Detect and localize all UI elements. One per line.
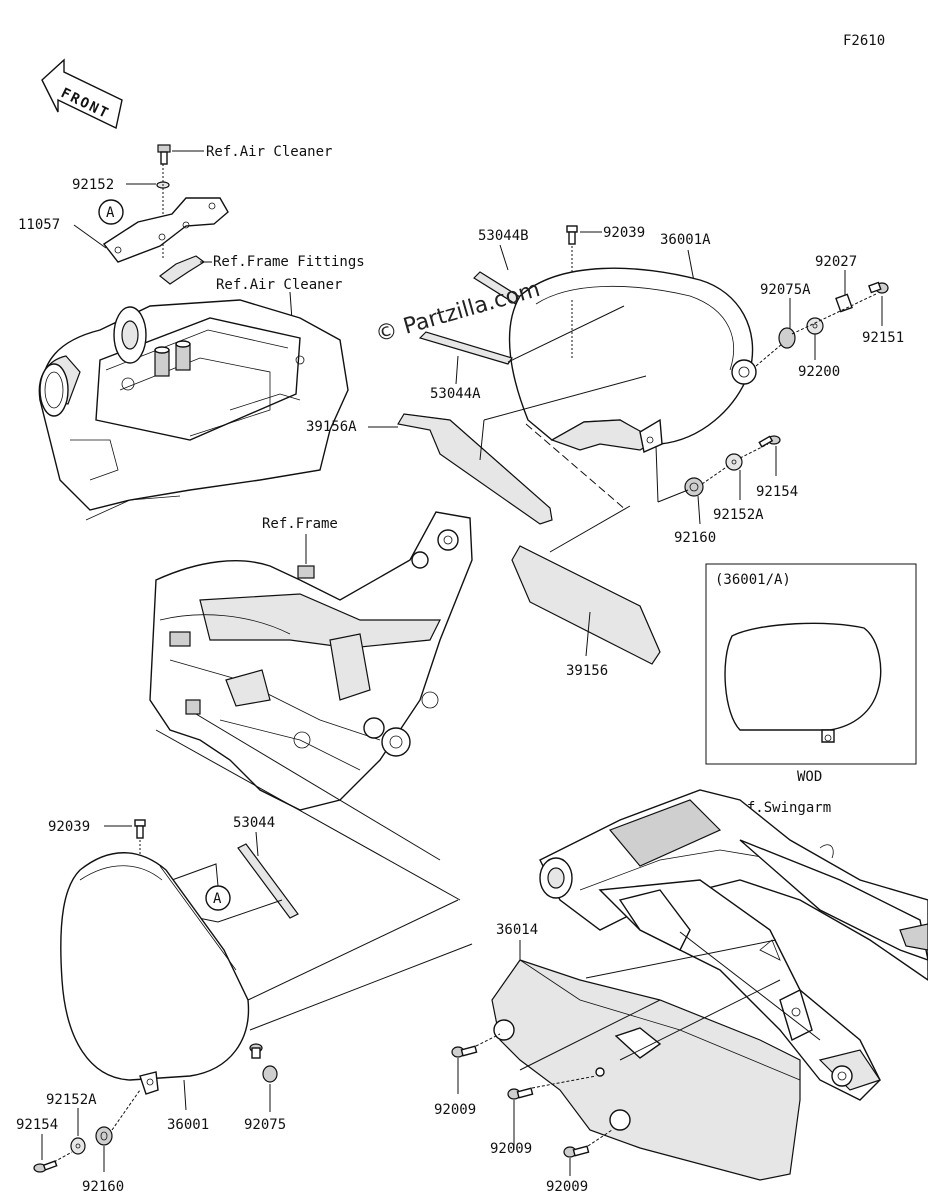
label-92075[interactable]: 92075	[244, 1117, 286, 1133]
figure-code: F2610	[843, 33, 885, 49]
label-39156A[interactable]: 39156A	[306, 419, 357, 435]
frame-fitting-icon	[159, 255, 206, 285]
label-92160-bottom[interactable]: 92160	[82, 1179, 124, 1195]
air-cleaner-assembly-icon	[38, 299, 349, 521]
callout-a-top: A	[106, 205, 115, 221]
ref-frame: Ref.Frame	[262, 516, 338, 532]
grommet-92075A-icon	[778, 327, 796, 349]
bolt-92009-a-icon	[451, 1045, 478, 1058]
grommet-53044A-icon	[418, 331, 513, 365]
label-92152[interactable]: 92152	[72, 177, 114, 193]
label-92154-bottom[interactable]: 92154	[16, 1117, 58, 1133]
pad-39156A-icon	[397, 413, 553, 525]
label-39156[interactable]: 39156	[566, 663, 608, 679]
label-92039-top[interactable]: 92039	[603, 225, 645, 241]
chain-guard-36014-icon	[491, 959, 801, 1181]
label-92009-c[interactable]: 92009	[546, 1179, 588, 1195]
washer-92152A-bottom-icon	[70, 1137, 86, 1155]
side-cover-36001A-icon	[508, 267, 754, 445]
callout-a-bottom: A	[213, 891, 222, 907]
label-92027[interactable]: 92027	[815, 254, 857, 270]
grommet-92160-bottom-icon	[95, 1126, 113, 1146]
label-92200[interactable]: 92200	[798, 364, 840, 380]
grommet-92075-icon	[249, 1043, 278, 1083]
label-92152A-bottom[interactable]: 92152A	[46, 1092, 97, 1108]
side-cover-36001-icon	[60, 852, 250, 1081]
bracket-11057-icon	[102, 197, 229, 263]
label-53044B[interactable]: 53044B	[478, 228, 529, 244]
bolt-air-cleaner-icon	[157, 144, 171, 165]
frame-assembly-icon	[149, 511, 473, 811]
label-92152A-top[interactable]: 92152A	[713, 507, 764, 523]
inset-side-cover-icon	[724, 622, 882, 731]
label-36001[interactable]: 36001	[167, 1117, 209, 1133]
label-53044[interactable]: 53044	[233, 815, 275, 831]
clip-92039-top-icon	[566, 225, 578, 245]
washer-92152A-top-icon	[725, 453, 743, 471]
label-92160-top[interactable]: 92160	[674, 530, 716, 546]
bolt-92009-c-icon	[563, 1145, 590, 1158]
ref-air-cleaner-top: Ref.Air Cleaner	[206, 144, 332, 160]
ref-air-cleaner-body: Ref.Air Cleaner	[216, 277, 342, 293]
clip-92039-bottom-icon	[134, 819, 146, 839]
inset-caption: WOD	[797, 769, 822, 785]
label-53044A[interactable]: 53044A	[430, 386, 481, 402]
bolt-92009-b-icon	[507, 1087, 534, 1100]
grommet-92160-top-icon	[684, 477, 704, 497]
front-arrow-icon: FRONT	[41, 58, 123, 130]
label-92151[interactable]: 92151	[862, 330, 904, 346]
ref-frame-fittings: Ref.Frame Fittings	[213, 254, 365, 270]
label-92075A[interactable]: 92075A	[760, 282, 811, 298]
callout-a-top-icon	[98, 199, 124, 225]
label-36001A[interactable]: 36001A	[660, 232, 711, 248]
bolt-92154-bottom-icon	[33, 1160, 58, 1173]
label-92039-bottom[interactable]: 92039	[48, 819, 90, 835]
label-11057[interactable]: 11057	[18, 217, 60, 233]
bolt-92151-icon	[868, 281, 889, 294]
label-92009-b[interactable]: 92009	[490, 1141, 532, 1157]
grommet-53044-icon	[237, 843, 299, 919]
swingarm-assembly-icon	[539, 789, 928, 1101]
label-92154-top[interactable]: 92154	[756, 484, 798, 500]
inset-title: (36001/A)	[715, 572, 791, 588]
label-36014[interactable]: 36014	[496, 922, 538, 938]
label-92009-a[interactable]: 92009	[434, 1102, 476, 1118]
bolt-92154-top-icon	[758, 435, 781, 448]
